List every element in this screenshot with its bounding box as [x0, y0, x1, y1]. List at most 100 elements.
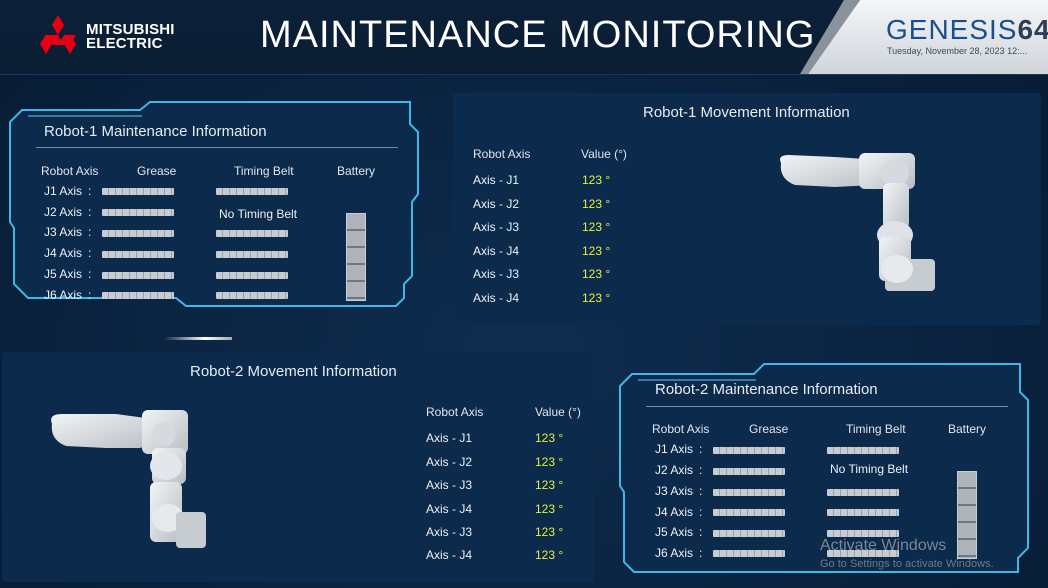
- genesis-badge-background: [800, 0, 1048, 74]
- robot2-grease-bar: [713, 447, 785, 454]
- robot2-row-label: J5 Axis: [655, 525, 694, 539]
- robot1-row-label: J6 Axis: [44, 288, 83, 302]
- robot2-move-row-label: Axis - J3: [426, 525, 473, 539]
- robot1-battery-gauge: [346, 213, 366, 301]
- robot2-grease-bar: [713, 468, 785, 475]
- robot2-move-row-label: Axis - J4: [426, 548, 473, 562]
- current-date: Tuesday, November 28, 2023 12:...: [887, 46, 1028, 56]
- robot2-move-value-header: Value (°): [535, 405, 581, 419]
- robot1-grease-bar: [102, 188, 174, 195]
- robot2-row-sep: :: [699, 442, 703, 456]
- robot2-move-row-label: Axis - J2: [426, 455, 473, 469]
- robot1-row-label: J3 Axis: [44, 225, 83, 239]
- robot2-move-row-value: 123 °: [535, 478, 564, 492]
- genesis-name-text: GENESIS: [886, 14, 1018, 45]
- robot2-move-row-value: 123 °: [535, 502, 564, 516]
- robot1-move-row-value: 123 °: [582, 291, 611, 305]
- robot1-grease-bar: [102, 251, 174, 258]
- robot1-grease-bar: [102, 209, 174, 216]
- robot2-move-row-label: Axis - J3: [426, 478, 473, 492]
- robot1-row-label: J4 Axis: [44, 246, 83, 260]
- robot1-move-row-label: Axis - J4: [473, 291, 520, 305]
- robot2-grease-bar: [713, 550, 785, 557]
- robot2-row-label: J4 Axis: [655, 505, 694, 519]
- robot1-grease-header: Grease: [137, 164, 177, 178]
- robot1-movement-panel: Robot-1 Movement Information Robot Axis …: [453, 93, 1041, 325]
- robot2-row-label: J2 Axis: [655, 463, 694, 477]
- robot2-row-sep: :: [699, 463, 703, 477]
- robot1-row-label: J1 Axis: [44, 184, 83, 198]
- robot1-row-label: J5 Axis: [44, 267, 83, 281]
- robot2-grease-header: Grease: [749, 422, 789, 436]
- robot1-belt-bar: [216, 292, 288, 299]
- robot2-move-axis-header: Robot Axis: [426, 405, 484, 419]
- genesis-number: 64: [1017, 14, 1048, 45]
- robot2-move-row-value: 123 °: [535, 431, 564, 445]
- robot2-row-sep: :: [699, 484, 703, 498]
- robot2-belt-bar: [827, 550, 899, 557]
- robot2-axis-header: Robot Axis: [652, 422, 710, 436]
- robot1-move-row-label: Axis - J2: [473, 197, 520, 211]
- robot2-no-timing-belt: No Timing Belt: [830, 462, 909, 476]
- robot1-belt-bar: [216, 272, 288, 279]
- robot1-grease-bar: [102, 272, 174, 279]
- robot1-grease-bar: [102, 292, 174, 299]
- robot2-belt-header: Timing Belt: [846, 422, 906, 436]
- robot2-move-row-label: Axis - J4: [426, 502, 473, 516]
- robot1-belt-bar: [216, 251, 288, 258]
- robot1-row-label: J2 Axis: [44, 205, 83, 219]
- decorative-glow-line: [164, 337, 232, 340]
- robot1-axis-header: Robot Axis: [41, 164, 99, 178]
- robot1-maintenance-divider: [36, 147, 398, 148]
- robot2-movement-panel: Robot-2 Movement Information Robot Axis …: [2, 352, 594, 582]
- robot1-belt-header: Timing Belt: [234, 164, 294, 178]
- mitsubishi-logo: MITSUBISHI ELECTRIC: [34, 15, 184, 55]
- robot1-move-value-header: Value (°): [581, 147, 627, 161]
- robot1-move-row-label: Axis - J1: [473, 173, 520, 187]
- robot2-arm-image: [51, 410, 206, 548]
- robot2-row-label: J6 Axis: [655, 546, 694, 560]
- robot1-maintenance-title: Robot-1 Maintenance Information: [44, 123, 267, 140]
- brand-text: MITSUBISHI ELECTRIC: [86, 21, 175, 52]
- robot1-row-sep: :: [88, 267, 92, 281]
- robot2-move-row-value: 123 °: [535, 455, 564, 469]
- robot1-arm-image: [780, 153, 935, 291]
- robot2-row-label: J3 Axis: [655, 484, 694, 498]
- robot2-belt-bar: [827, 509, 899, 516]
- brand-line-2: ELECTRIC: [86, 35, 163, 52]
- robot2-belt-bar: [827, 530, 899, 537]
- robot1-move-row-value: 123 °: [582, 197, 611, 211]
- robot2-row-sep: :: [699, 505, 703, 519]
- robot1-move-axis-header: Robot Axis: [473, 147, 531, 161]
- robot2-maintenance-title: Robot-2 Maintenance Information: [655, 381, 878, 398]
- robot1-row-sep: :: [88, 225, 92, 239]
- robot1-row-sep: :: [88, 205, 92, 219]
- genesis-product-name: GENESIS64™: [886, 14, 1048, 46]
- robot2-move-row-value: 123 °: [535, 548, 564, 562]
- robot2-row-sep: :: [699, 546, 703, 560]
- activate-windows-title: Activate Windows: [820, 537, 947, 554]
- robot1-no-timing-belt: No Timing Belt: [219, 207, 298, 221]
- robot2-maintenance-divider: [646, 406, 1008, 407]
- robot2-battery-gauge: [957, 471, 977, 559]
- robot2-move-row-label: Axis - J1: [426, 431, 473, 445]
- mitsubishi-diamonds-icon: [40, 15, 76, 54]
- robot2-move-row-value: 123 °: [535, 525, 564, 539]
- activate-windows-subtitle: Go to Settings to activate Windows.: [820, 558, 994, 570]
- robot2-grease-bar: [713, 530, 785, 537]
- robot1-row-sep: :: [88, 288, 92, 302]
- robot1-move-row-value: 123 °: [582, 267, 611, 281]
- robot2-belt-bar: [827, 489, 899, 496]
- robot2-grease-bar: [713, 509, 785, 516]
- robot1-grease-bar: [102, 230, 174, 237]
- robot1-movement-title: Robot-1 Movement Information: [643, 104, 850, 121]
- robot2-row-label: J1 Axis: [655, 442, 694, 456]
- robot1-move-row-label: Axis - J4: [473, 244, 520, 258]
- brand-line-1: MITSUBISHI: [86, 21, 175, 38]
- robot2-battery-header: Battery: [948, 422, 987, 436]
- robot2-movement-title: Robot-2 Movement Information: [190, 363, 397, 380]
- robot2-row-sep: :: [699, 525, 703, 539]
- robot1-move-row-value: 123 °: [582, 173, 611, 187]
- robot1-belt-bar: [216, 188, 288, 195]
- robot1-move-row-value: 123 °: [582, 220, 611, 234]
